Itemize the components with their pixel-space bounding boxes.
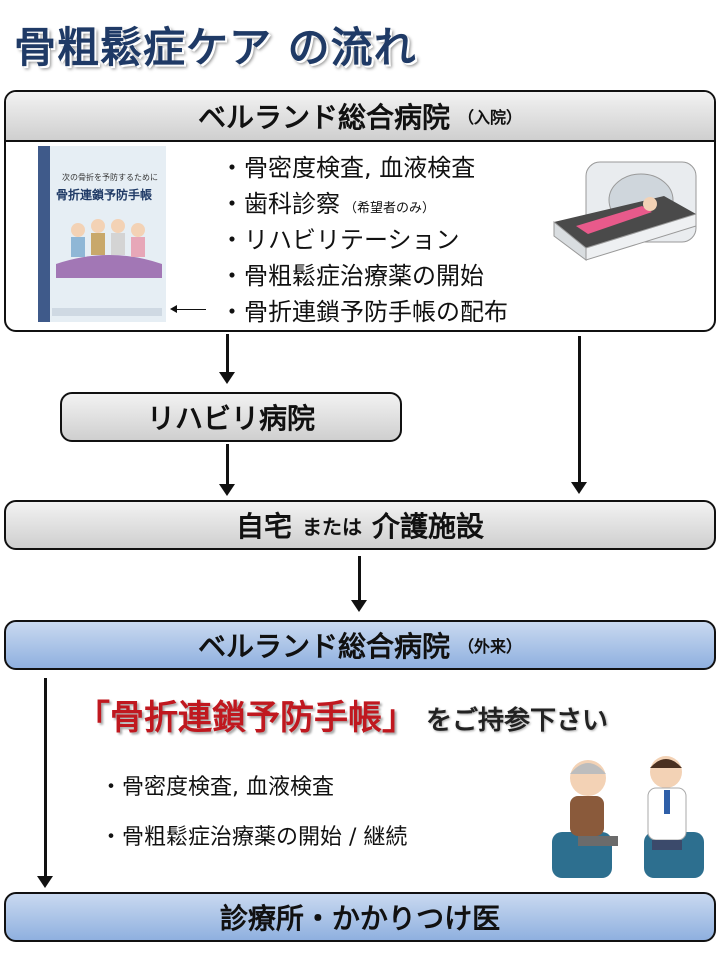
list-item: 骨密度検査, 血液検査 [220, 150, 508, 186]
inpatient-hospital-name: ベルランド総合病院 [197, 101, 450, 134]
clinic-box: 診療所・かかりつけ医 [4, 892, 716, 942]
clinic-label: 診療所・かかりつけ医 [219, 902, 501, 935]
care-facility-label: 介護施設 [372, 510, 485, 543]
arrow-down [351, 556, 367, 612]
arrow-down [219, 334, 235, 384]
home-label: 自宅 [235, 510, 292, 543]
ct-scanner-illustration [553, 161, 697, 261]
page-title: 骨粗鬆症ケア の流れ [14, 23, 417, 72]
or-label: または [302, 514, 362, 539]
bring-notice-rest: をご持参下さい [426, 706, 609, 736]
family-illustration [56, 219, 162, 278]
list-item: 骨粗鬆症治療薬の開始 [220, 258, 508, 294]
booklet-image: 次の骨折を予防するために 骨折連鎖予防手帳 [38, 146, 166, 322]
list-item: 骨折連鎖予防手帳の配布 [220, 294, 508, 330]
outpatient-tag: （外来） [458, 637, 523, 656]
arrow-down [571, 336, 587, 494]
doctor-patient-illustration [552, 756, 704, 878]
inpatient-hospital-header: ベルランド総合病院 （入院） [6, 92, 714, 142]
outpatient-care-list: 骨密度検査, 血液検査 骨粗鬆症治療薬の開始 / 継続 [100, 766, 407, 866]
outpatient-hospital-name: ベルランド総合病院 [197, 630, 450, 663]
home-or-facility-box: 自宅 または 介護施設 [4, 500, 716, 550]
bring-notice-highlight: 「骨折連鎖予防手帳」 [76, 698, 416, 738]
inpatient-care-list: 骨密度検査, 血液検査 歯科診察（希望者のみ） リハビリテーション 骨粗鬆症治療… [220, 150, 508, 330]
pointer-arrow [170, 305, 206, 313]
booklet-title: 骨折連鎖予防手帳 [56, 188, 153, 202]
list-item: 歯科診察（希望者のみ） [220, 186, 508, 222]
outpatient-hospital-box: ベルランド総合病院 （外来） [4, 620, 716, 670]
arrow-down [37, 678, 53, 888]
list-item: 骨粗鬆症治療薬の開始 / 継続 [100, 816, 407, 866]
rehab-hospital-label: リハビリ病院 [146, 402, 315, 435]
arrow-down [219, 444, 235, 496]
booklet-footer [52, 308, 162, 316]
inpatient-tag: （入院） [458, 108, 523, 127]
list-item: リハビリテーション [220, 222, 508, 258]
item-note: （希望者のみ） [344, 201, 436, 216]
list-item: 骨密度検査, 血液検査 [100, 766, 407, 816]
inpatient-hospital-panel: ベルランド総合病院 （入院） 骨密度検査, 血液検査 歯科診察（希望者のみ） リ… [4, 90, 716, 332]
bring-notice: 「骨折連鎖予防手帳」をご持参下さい [76, 690, 608, 739]
booklet-subtitle: 次の骨折を予防するために [62, 173, 158, 182]
rehab-hospital-box: リハビリ病院 [60, 392, 402, 442]
